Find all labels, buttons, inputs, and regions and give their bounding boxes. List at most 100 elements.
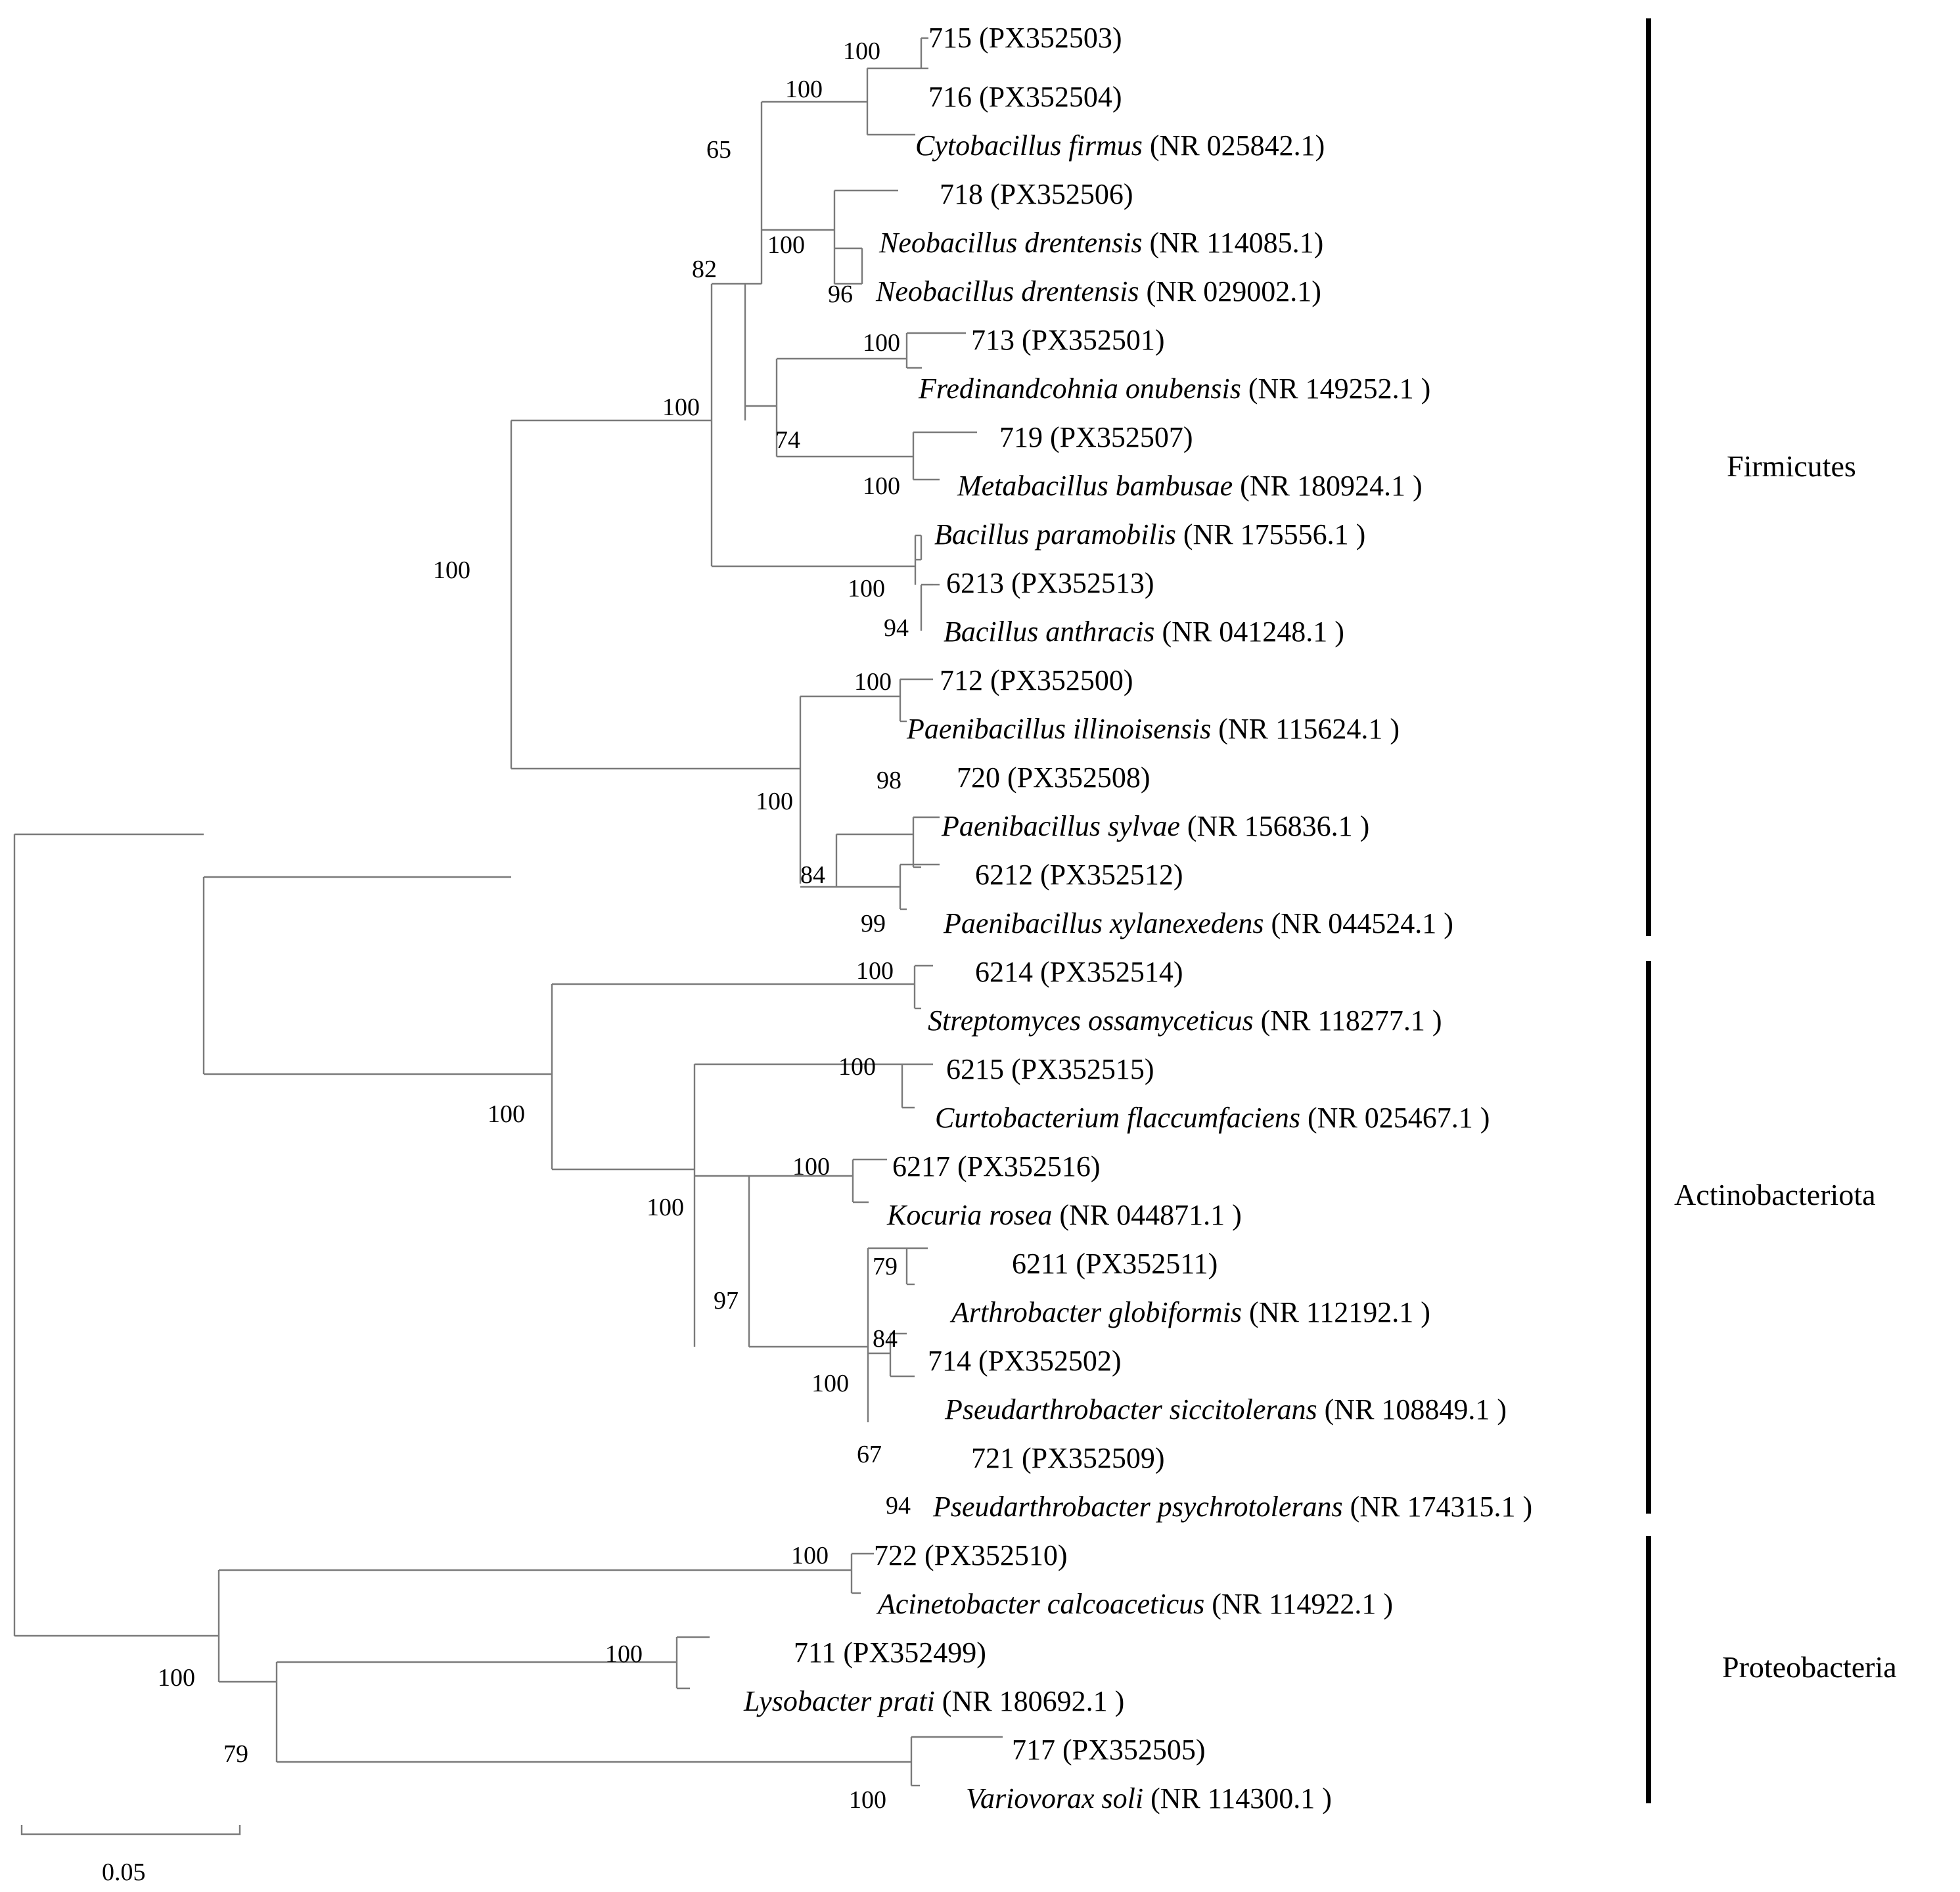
leaf-species-name: Acinetobacter calcoaceticus [876,1588,1204,1620]
leaf-label: Paenibacillus sylvae (NR 156836.1 ) [941,810,1369,842]
leaf-label: Paenibacillus xylanexedens (NR 044524.1 … [943,907,1453,939]
leaf-species-name: Metabacillus bambusae [957,470,1233,502]
leaf-accession: (NR 174315.1 ) [1343,1491,1532,1523]
leaf-accession: (NR 025842.1) [1143,129,1325,162]
leaf-label: 717 (PX352505) [1012,1734,1206,1766]
leaf-accession: 711 (PX352499) [794,1636,986,1669]
leaf-accession: (NR 041248.1 ) [1154,616,1344,648]
leaf-label: Lysobacter prati (NR 180692.1 ) [743,1685,1124,1717]
bootstrap-value: 100 [158,1664,195,1692]
leaf-species-name: Bacillus anthracis [944,616,1154,648]
leaf-label: 713 (PX352501) [971,324,1165,356]
leaf-accession: 6217 (PX352516) [892,1150,1101,1182]
leaf-accession: (NR 156836.1 ) [1180,810,1369,842]
bootstrap-value: 98 [877,767,901,794]
leaf-species-name: Paenibacillus illinoisensis [906,713,1211,745]
leaf-label: 721 (PX352509) [971,1442,1165,1474]
leaf-accession: 6213 (PX352513) [946,567,1154,599]
bootstrap-value: 100 [849,1786,886,1814]
leaf-accession: (NR 180692.1 ) [935,1685,1124,1717]
leaf-accession: (NR 029002.1) [1139,275,1321,307]
leaf-label: Kocuria rosea (NR 044871.1 ) [886,1199,1242,1231]
leaf-label: 720 (PX352508) [957,761,1151,794]
leaf-label: Fredinandcohnia onubensis (NR 149252.1 ) [918,372,1430,405]
bootstrap-value: 100 [662,394,700,421]
leaf-accession: (NR 115624.1 ) [1211,713,1400,745]
leaf-species-name: Fredinandcohnia onubensis [918,372,1241,405]
leaf-accession: (NR 108849.1 ) [1317,1393,1507,1426]
leaf-label: 6211 (PX352511) [1012,1248,1218,1280]
leaf-label: Neobacillus drentensis (NR 114085.1) [878,227,1323,259]
clade-label-firmicutes: Firmicutes [1727,449,1856,483]
bootstrap-values: 1001006510096821001007410010010094100981… [158,37,911,1814]
leaf-label: Neobacillus drentensis (NR 029002.1) [875,275,1321,307]
leaf-label: Streptomyces ossamyceticus (NR 118277.1 … [928,1004,1442,1037]
leaf-accession: (NR 114922.1 ) [1204,1588,1393,1620]
leaf-species-name: Kocuria rosea [886,1199,1052,1231]
tree-branches [13,37,1003,1787]
leaf-label: 722 (PX352510) [874,1539,1068,1571]
leaf-accession: 715 (PX352503) [928,22,1122,54]
leaf-species-name: Bacillus paramobilis [934,518,1176,551]
leaf-accession: 716 (PX352504) [928,81,1122,113]
bootstrap-value: 100 [488,1100,525,1128]
leaf-species-name: Pseudarthrobacter psychrotolerans [932,1491,1343,1523]
leaf-label: 716 (PX352504) [928,81,1122,113]
leaf-accession: 6211 (PX352511) [1012,1248,1218,1280]
leaf-label: 6214 (PX352514) [975,956,1183,988]
leaf-label: 719 (PX352507) [999,421,1193,453]
leaf-accession: 722 (PX352510) [874,1539,1068,1571]
leaf-species-name: Neobacillus drentensis [875,275,1139,307]
bootstrap-value: 82 [692,256,717,283]
bootstrap-value: 100 [647,1194,684,1221]
leaf-accession: (NR 044524.1 ) [1264,907,1453,939]
leaf-accession: (NR 180924.1 ) [1233,470,1422,502]
leaf-species-name: Variovorax soli [966,1782,1143,1814]
leaf-species-name: Pseudarthrobacter siccitolerans [944,1393,1317,1426]
bootstrap-value: 100 [605,1640,643,1668]
leaf-labels: 715 (PX352503) 716 (PX352504) Cytobacillus… [743,22,1532,1814]
scale-bar-line [20,1825,241,1836]
leaf-accession: (NR 025467.1 ) [1300,1102,1490,1134]
leaf-label: 714 (PX352502) [928,1345,1122,1377]
bootstrap-value: 100 [767,231,805,259]
leaf-species-name: Curtobacterium flaccumfaciens [935,1102,1300,1134]
bootstrap-value: 67 [857,1441,882,1468]
leaf-accession: (NR 114300.1 ) [1143,1782,1332,1814]
leaf-species-name: Paenibacillus xylanexedens [943,907,1264,939]
scale-bar: 0.05 [20,1825,241,1886]
bootstrap-value: 100 [848,575,885,602]
leaf-label: 6213 (PX352513) [946,567,1154,599]
leaf-accession: 720 (PX352508) [957,761,1151,794]
leaf-accession: (NR 118277.1 ) [1254,1004,1442,1037]
leaf-species-name: Cytobacillus firmus [915,129,1143,162]
bootstrap-value: 100 [811,1370,849,1397]
bootstrap-value: 100 [785,76,823,103]
leaf-accession: (NR 114085.1) [1142,227,1323,259]
bootstrap-value: 100 [863,329,900,357]
leaf-label: 6212 (PX352512) [975,859,1183,891]
leaf-accession: 6214 (PX352514) [975,956,1183,988]
bootstrap-value: 94 [884,614,909,642]
leaf-label: 711 (PX352499) [794,1636,986,1669]
leaf-accession: 714 (PX352502) [928,1345,1122,1377]
leaf-label: Pseudarthrobacter siccitolerans (NR 1088… [944,1393,1507,1426]
leaf-accession: 721 (PX352509) [971,1442,1165,1474]
leaf-accession: (NR 149252.1 ) [1241,372,1430,405]
leaf-label: 6217 (PX352516) [892,1150,1101,1182]
bootstrap-value: 100 [863,472,900,500]
leaf-accession: 718 (PX352506) [940,178,1133,210]
leaf-label: Paenibacillus illinoisensis (NR 115624.1… [906,713,1400,745]
bootstrap-value: 100 [854,668,892,696]
bootstrap-value: 96 [828,281,853,308]
leaf-label: Pseudarthrobacter psychrotolerans (NR 17… [932,1491,1532,1523]
bootstrap-value: 94 [886,1492,911,1520]
bootstrap-value: 100 [791,1542,829,1569]
clade-bars: Firmicutes Actinobacteriota Proteobacter… [1646,18,1897,1803]
leaf-label: Arthrobacter globiformis (NR 112192.1 ) [949,1296,1430,1328]
bootstrap-value: 100 [792,1153,830,1181]
leaf-species-name: Streptomyces ossamyceticus [928,1004,1254,1037]
leaf-accession: 717 (PX352505) [1012,1734,1206,1766]
bootstrap-value: 99 [861,910,886,937]
bootstrap-value: 100 [838,1053,876,1081]
